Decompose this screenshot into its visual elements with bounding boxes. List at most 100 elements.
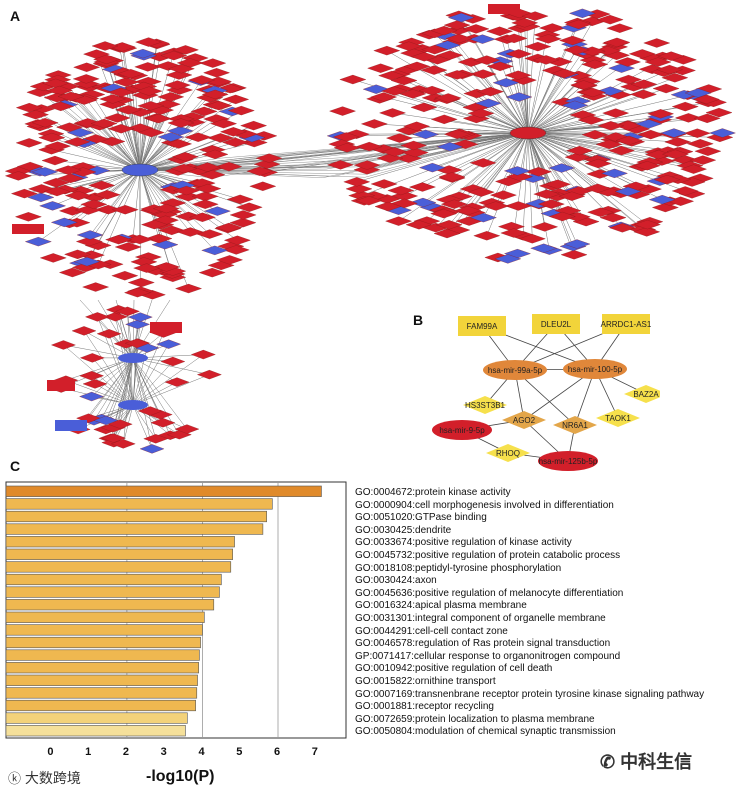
target-node-red <box>333 143 361 153</box>
target-node-blue <box>79 391 105 402</box>
target-node-red <box>134 62 162 72</box>
target-node-red <box>79 353 105 363</box>
target-node-red <box>191 199 219 209</box>
go-term-label: GP:0071417:cellular response to organoni… <box>355 650 621 662</box>
target-node-red <box>137 406 163 416</box>
target-node-red <box>93 190 121 200</box>
target-node-red <box>227 105 255 116</box>
target-node-red <box>99 94 127 104</box>
target-node-red <box>47 101 75 112</box>
target-node-red <box>504 70 532 80</box>
target-node-red <box>167 118 195 128</box>
bar <box>5 573 222 586</box>
lncrna-node <box>488 4 520 14</box>
target-node-red <box>602 108 630 118</box>
target-node-red <box>570 80 598 90</box>
target-node-red <box>664 137 692 147</box>
target-node-red <box>345 184 373 194</box>
target-node-red <box>176 227 204 237</box>
target-node-red <box>85 312 110 322</box>
target-node-red <box>370 179 398 189</box>
bar <box>5 536 235 548</box>
target-node-red <box>630 89 657 100</box>
target-node-red <box>379 108 406 118</box>
target-node-red <box>339 74 367 85</box>
target-node-red <box>504 201 532 211</box>
target-node-red <box>440 199 468 209</box>
target-node-red <box>198 267 226 278</box>
target-node-red <box>467 187 495 197</box>
lncrna-node <box>55 420 87 431</box>
target-node-red <box>126 234 154 245</box>
target-node-red <box>157 92 185 102</box>
target-node-red <box>689 155 717 165</box>
target-node-red <box>93 54 121 65</box>
target-node-red <box>628 49 656 59</box>
target-node-blue <box>660 128 688 138</box>
target-node-red <box>537 199 565 209</box>
target-node-blue <box>203 206 231 216</box>
target-node-red <box>103 312 128 322</box>
target-node-red <box>373 45 401 56</box>
target-node-red <box>135 86 163 96</box>
target-node-red <box>111 205 139 215</box>
go-term-label: GO:0050804:modulation of chemical synapt… <box>355 726 616 738</box>
target-node-red <box>683 128 711 138</box>
target-node-red <box>329 106 357 116</box>
target-node-red <box>38 132 66 143</box>
target-node-red <box>327 160 354 170</box>
target-node-red <box>409 182 436 192</box>
target-node-red <box>482 201 510 211</box>
target-node-red <box>518 234 546 244</box>
target-node-red <box>196 369 222 380</box>
target-node-red <box>667 196 695 206</box>
x-axis-title: -log10(P) <box>146 768 215 785</box>
target-node-red <box>661 73 689 83</box>
go-term-label: GO:0031301:integral component of organel… <box>355 613 606 624</box>
target-node-red <box>137 127 165 138</box>
target-node-red <box>694 146 722 156</box>
gene-node <box>553 416 597 434</box>
target-node-red <box>41 155 69 166</box>
target-node-blue <box>66 127 94 138</box>
target-node-red <box>454 205 482 216</box>
target-node-red <box>191 191 219 201</box>
target-node-red <box>141 219 168 230</box>
target-node-red <box>117 69 145 79</box>
node-label: hsa-mir-9-5p <box>439 426 485 435</box>
target-node-red <box>597 121 625 131</box>
go-term-label: GO:0015822:ornithine transport <box>355 676 496 687</box>
go-term-label: GO:0045732:positive regulation of protei… <box>355 550 621 561</box>
target-node-red <box>599 212 627 223</box>
target-node-blue <box>412 129 440 140</box>
target-node-red <box>255 153 283 163</box>
target-node-red <box>127 277 155 288</box>
target-node-red <box>633 219 661 230</box>
target-node-red <box>91 41 119 51</box>
go-term-label: GO:0045636:positive regulation of melano… <box>355 587 624 599</box>
target-node-red <box>374 201 402 212</box>
bar <box>5 510 267 523</box>
target-node-blue <box>492 78 520 88</box>
target-node-red <box>39 253 67 263</box>
bar <box>5 699 196 712</box>
target-node-blue <box>469 213 497 223</box>
target-node-red <box>385 216 413 226</box>
target-node-red <box>443 20 471 30</box>
bar <box>5 498 273 510</box>
target-node-red <box>657 51 685 61</box>
mirna-node <box>432 420 492 440</box>
target-node-red <box>560 250 588 260</box>
mirna-hub-node <box>118 400 148 410</box>
target-node-red <box>210 119 238 129</box>
x-tick-label: 7 <box>311 746 318 758</box>
target-node-red <box>135 37 163 47</box>
target-node-red <box>15 138 43 148</box>
go-term-label: GO:0030424:axon <box>355 575 437 587</box>
target-node-red <box>594 46 622 56</box>
mirna-hub-node <box>121 163 159 177</box>
target-node-blue <box>684 88 712 98</box>
target-node-red <box>82 379 108 389</box>
node-label: hsa-mir-125b-5p <box>539 457 598 466</box>
node-label: DLEU2L <box>541 320 572 329</box>
